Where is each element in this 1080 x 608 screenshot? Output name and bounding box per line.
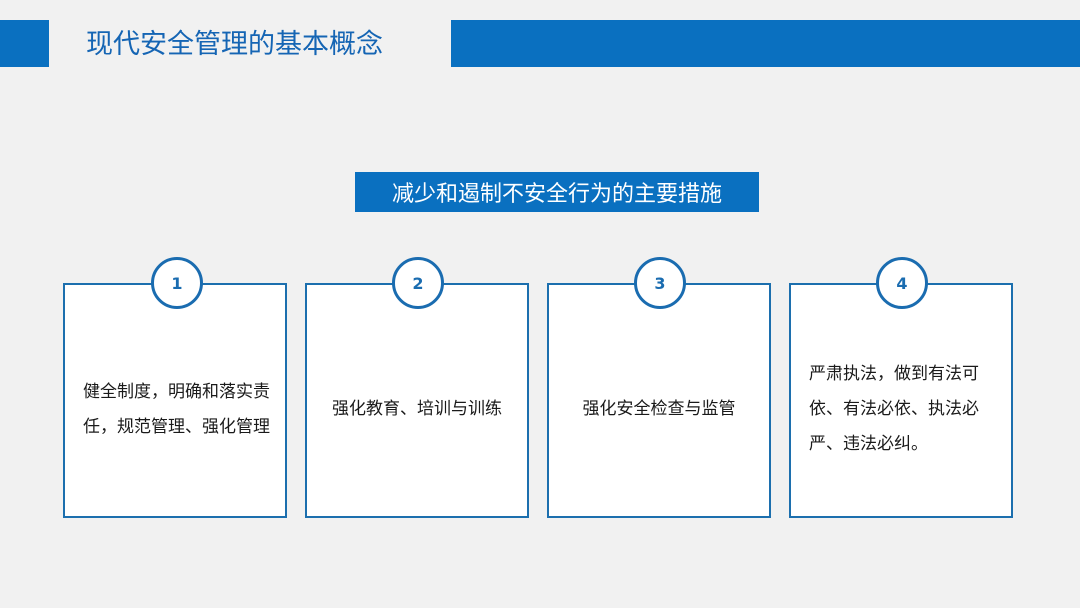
measure-text-2: 强化教育、培训与训练 bbox=[332, 399, 502, 419]
measure-card-3: 强化安全检查与监管 bbox=[547, 283, 771, 518]
measure-card-4: 严肃执法，做到有法可依、有法必依、执法必严、违法必纠。 bbox=[789, 283, 1013, 518]
subtitle-banner: 减少和遏制不安全行为的主要措施 bbox=[355, 172, 759, 212]
measure-card-2: 强化教育、培训与训练 bbox=[305, 283, 529, 518]
measure-text-1: 健全制度，明确和落实责任，规范管理、强化管理 bbox=[83, 381, 270, 437]
header-accent-left bbox=[0, 20, 49, 67]
measure-number-badge-3: 3 bbox=[634, 257, 686, 309]
measure-text-4: 严肃执法，做到有法可依、有法必依、执法必严、违法必纠。 bbox=[809, 364, 979, 454]
page-title: 现代安全管理的基本概念 bbox=[86, 29, 383, 60]
measure-number-badge-2: 2 bbox=[392, 257, 444, 309]
header-accent-right bbox=[451, 20, 1080, 67]
subtitle-text: 减少和遏制不安全行为的主要措施 bbox=[391, 182, 722, 207]
measure-number-badge-1: 1 bbox=[151, 257, 203, 309]
measure-card-1: 健全制度，明确和落实责任，规范管理、强化管理 bbox=[63, 283, 287, 518]
measure-text-3: 强化安全检查与监管 bbox=[582, 399, 736, 419]
measure-number-badge-4: 4 bbox=[876, 257, 928, 309]
